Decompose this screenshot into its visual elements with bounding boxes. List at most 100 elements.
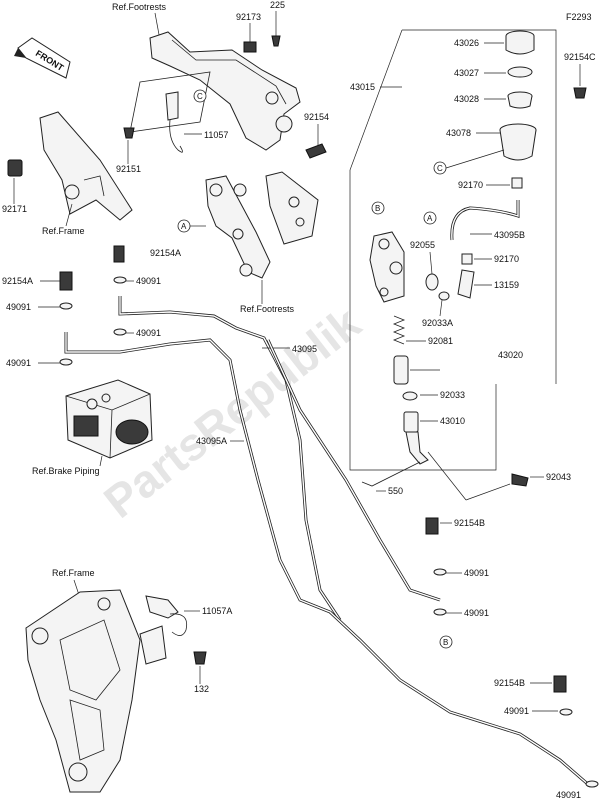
label-43028: 43028: [454, 94, 479, 104]
bolt-132: [193, 651, 207, 665]
label-43015: 43015: [350, 82, 375, 92]
label-92081: 92081: [428, 336, 453, 346]
label-43010: 43010: [440, 416, 465, 426]
ref-footrests-top: Ref.Footrests: [112, 2, 167, 12]
piston: [393, 355, 409, 385]
bolt-92154B-upper: [425, 517, 439, 535]
label-92033A: 92033A: [422, 318, 453, 328]
frame-lower: [25, 589, 141, 793]
label-11057: 11057: [204, 130, 228, 140]
pushrod-43010: [403, 411, 429, 465]
washer-49091-e: [433, 568, 447, 576]
label-13159: 13159: [494, 280, 519, 290]
clamp-11057: [165, 91, 183, 153]
label-550: 550: [388, 486, 403, 496]
label-92151: 92151: [116, 164, 141, 174]
bolt-92151: [123, 127, 135, 139]
fitting-13159: [457, 269, 475, 299]
figure-code: F2293: [566, 12, 592, 22]
bolt-92154B-lower: [553, 675, 567, 693]
label-49091-a: 49091: [136, 276, 161, 286]
marker-c-top-label: C: [197, 92, 203, 101]
footrest-arm: [205, 175, 271, 279]
label-92055: 92055: [410, 240, 435, 250]
label-43095A: 43095A: [196, 436, 227, 446]
front-arrow-icon: FRONT: [14, 37, 71, 79]
label-49091-f: 49091: [464, 608, 489, 618]
ref-brake-piping: Ref.Brake Piping: [32, 466, 100, 476]
label-92154B-lower: 92154B: [494, 678, 525, 688]
label-92154B-upper: 92154B: [454, 518, 485, 528]
label-92170-mid: 92170: [494, 254, 519, 264]
label-43095B: 43095B: [494, 230, 525, 240]
bolt-92154A-lower: [59, 271, 73, 291]
screw-225: [271, 35, 281, 47]
clamp-92170-top: [511, 177, 523, 189]
ref-frame-bottom: Ref.Frame: [52, 568, 95, 578]
label-43026: 43026: [454, 38, 479, 48]
washer-49091-b: [59, 302, 73, 310]
label-49091-h: 49091: [556, 790, 581, 800]
marker-b-top-label: B: [375, 204, 380, 213]
ref-frame-top: Ref.Frame: [42, 226, 85, 236]
label-92033: 92033: [440, 390, 465, 400]
bolt-92154C: [573, 87, 587, 99]
circlip-92033A: [438, 291, 450, 301]
marker-c-top: [193, 89, 207, 103]
label-11057A: 11057A: [202, 606, 232, 616]
diaphragm-43028: [507, 91, 533, 109]
marker-b-top: [371, 201, 385, 215]
circlip-92033: [402, 391, 418, 401]
bolt-92043: [511, 473, 529, 487]
reservoir-hose-43095B: [450, 200, 520, 241]
plate-43027: [507, 66, 533, 78]
label-92043: 92043: [546, 472, 571, 482]
label-92173: 92173: [236, 12, 261, 22]
abs-unit: [65, 379, 153, 459]
washer-49091-g: [559, 708, 573, 716]
nut-92173: [243, 41, 257, 53]
label-92154: 92154: [304, 112, 329, 122]
label-49091-b: 49091: [6, 302, 31, 312]
label-49091-e: 49091: [464, 568, 489, 578]
washer-49091-c: [113, 328, 127, 336]
brake-hose-43095: [266, 339, 441, 602]
spring-92081: [392, 315, 406, 345]
label-92154A-left: 92154A: [2, 276, 33, 286]
label-43020: 43020: [498, 350, 523, 360]
label-92170-top: 92170: [458, 180, 483, 190]
label-43095: 43095: [292, 344, 317, 354]
label-92154A-right: 92154A: [150, 248, 181, 258]
washer-49091-f: [433, 608, 447, 616]
marker-b-bottom-label: B: [443, 638, 448, 647]
bolt-92154: [305, 143, 327, 159]
marker-b-bottom: [439, 635, 453, 649]
marker-a-right-label: A: [427, 214, 433, 223]
clamp-92170-mid: [461, 253, 473, 265]
label-132: 132: [194, 684, 209, 694]
washer-49091-h: [585, 780, 599, 788]
label-49091-c: 49091: [136, 328, 161, 338]
label-92154C: 92154C: [564, 52, 596, 62]
frame-upper: [39, 111, 133, 221]
ref-footrests-mid: Ref.Footrests: [240, 304, 295, 314]
bolt-92154A-upper: [113, 245, 125, 263]
washer-49091-d: [59, 358, 73, 366]
marker-a-right: [423, 211, 437, 225]
grommet-92171: [7, 159, 23, 177]
reservoir-43078: [499, 123, 537, 161]
oring-92055: [425, 273, 439, 291]
label-49091-g: 49091: [504, 706, 529, 716]
label-43027: 43027: [454, 68, 479, 78]
washer-49091-a: [113, 276, 127, 284]
label-225: 225: [270, 0, 285, 10]
marker-a-left-label: A: [181, 222, 187, 231]
bracket-11057A: [139, 595, 188, 665]
label-43078: 43078: [446, 128, 471, 138]
label-49091-d: 49091: [6, 358, 31, 368]
marker-c-right-label: C: [437, 164, 443, 173]
brake-hose-43095A: [328, 610, 591, 788]
footrest-plate: [265, 171, 319, 245]
master-cylinder-43020: [369, 231, 405, 303]
